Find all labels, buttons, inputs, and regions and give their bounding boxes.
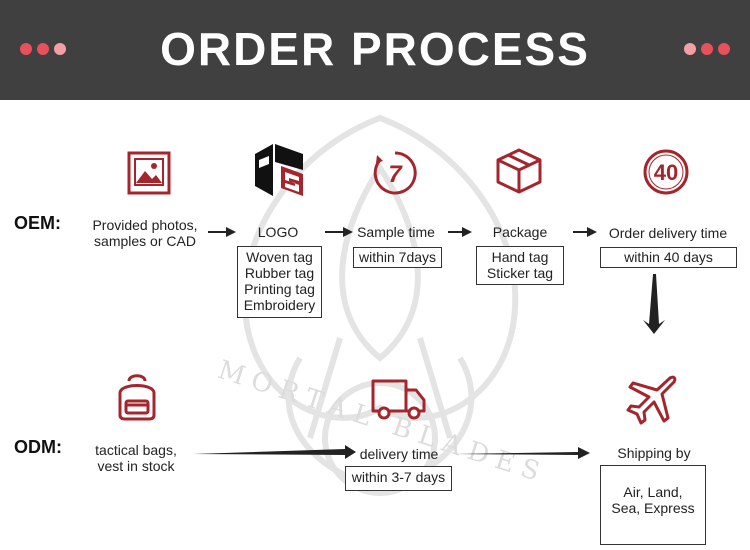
airplane-icon [626,375,677,425]
truck-icon [371,379,426,420]
oem-step4-box: Hand tag Sticker tag [476,246,564,285]
box-line: within 40 days [624,249,713,265]
odm-step1-label-line2: vest in stock [97,458,175,474]
arrow-right-icon [208,227,236,237]
logo-icon [255,144,303,196]
header-bar [0,0,750,100]
number-7-icon: 7 [373,151,417,195]
odm-step1-label: tactical bags, [95,442,177,458]
decor-dot [37,43,49,55]
oem-step4-label: Package [492,224,548,240]
odm-step2-label: delivery time [359,446,439,462]
box-line: Air, Land, [623,484,683,500]
odm-step3-label: Shipping by [617,445,691,461]
odm-step2-box: within 3-7 days [345,466,452,491]
arrow-right-icon [462,227,472,237]
arrow-down-icon [643,274,665,334]
box-line: within 3-7 days [351,469,446,485]
box-line: Hand tag [491,249,549,265]
box-line: within 7days [358,249,437,265]
oem-step5-label: Order delivery time [608,225,728,241]
box-line: Sea, Express [611,500,695,516]
oem-step2-label: LOGO [257,224,299,240]
page-title: ORDER PROCESS [160,23,590,75]
arrow-right-icon [193,445,356,459]
oem-step1-label-line2: samples or CAD [94,233,196,249]
oem-step3-label: Sample time [357,224,435,240]
odm-step3-box: Air, Land, Sea, Express [600,465,706,545]
number-40-icon: 40 [643,149,689,195]
oem-step2-box: Woven tag Rubber tag Printing tag Embroi… [237,246,322,318]
package-icon [496,148,542,194]
arrow-right-icon [455,447,590,459]
box-line: Woven tag [246,249,313,265]
box-line: Embroidery [243,297,316,313]
oem-step3-box: within 7days [353,247,442,268]
box-line: Sticker tag [486,265,554,281]
decor-dot [684,43,696,55]
odm-label: ODM: [14,437,62,457]
oem-step5-box: within 40 days [600,247,737,268]
arrow-right-icon [343,227,353,237]
arrow-right-icon [587,227,597,237]
image-icon [127,151,171,195]
number-40-text: 40 [654,160,678,185]
decor-dot [54,43,66,55]
box-line: Rubber tag [244,265,315,281]
decor-dot [701,43,713,55]
number-7-text: 7 [388,161,403,188]
oem-step1-label: Provided photos, [92,217,198,233]
box-line: Printing tag [244,281,315,297]
oem-label: OEM: [14,213,61,233]
decor-dot [718,43,730,55]
decor-dot [20,43,32,55]
backpack-icon [118,374,156,421]
